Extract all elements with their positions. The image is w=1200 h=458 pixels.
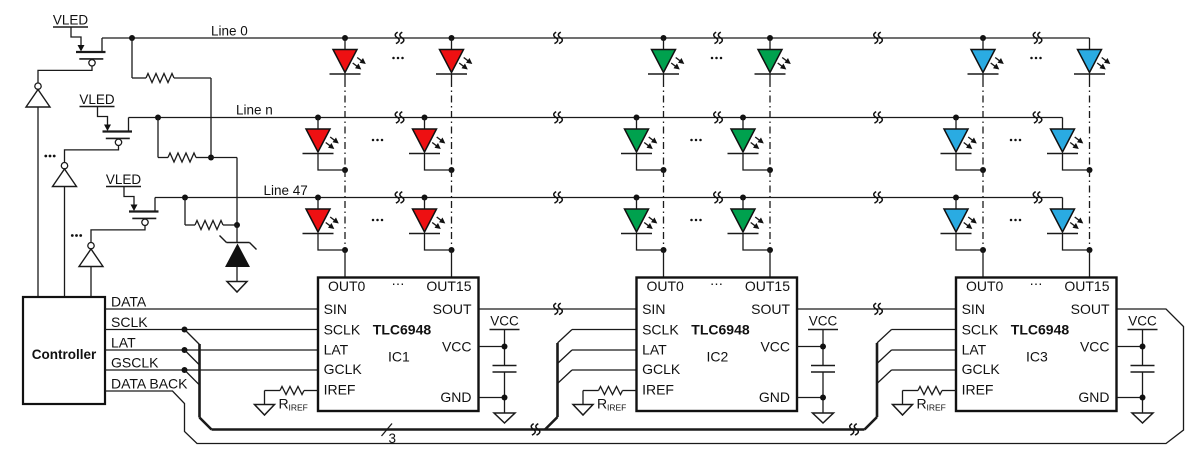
- svg-text:SIN: SIN: [962, 301, 985, 317]
- svg-text:OUT0: OUT0: [966, 278, 1004, 294]
- svg-text:DATA: DATA: [111, 294, 147, 310]
- svg-text:IREF: IREF: [289, 403, 308, 413]
- svg-text:3: 3: [389, 431, 397, 446]
- svg-text:SCLK: SCLK: [962, 322, 999, 338]
- svg-text:OUT0: OUT0: [328, 278, 366, 294]
- svg-text:Line 0: Line 0: [211, 24, 248, 39]
- svg-text:SCLK: SCLK: [642, 322, 679, 338]
- svg-text:VCC: VCC: [809, 314, 838, 329]
- svg-text:VCC: VCC: [760, 339, 790, 355]
- svg-text:LAT: LAT: [111, 335, 136, 351]
- svg-text:LAT: LAT: [324, 342, 349, 358]
- svg-text:VLED: VLED: [106, 172, 142, 187]
- svg-text:⋯: ⋯: [1030, 277, 1043, 292]
- svg-text:SCLK: SCLK: [111, 314, 148, 330]
- svg-text:IC1: IC1: [388, 349, 410, 365]
- svg-text:DATA BACK: DATA BACK: [111, 376, 188, 392]
- svg-text:OUT15: OUT15: [1064, 278, 1109, 294]
- svg-text:Line n: Line n: [236, 103, 273, 118]
- svg-text:TLC6948: TLC6948: [1011, 322, 1070, 338]
- svg-text:GND: GND: [1078, 389, 1109, 405]
- svg-text:TLC6948: TLC6948: [691, 322, 750, 338]
- svg-text:LAT: LAT: [642, 342, 667, 358]
- svg-text:SIN: SIN: [642, 301, 665, 317]
- svg-text:SOUT: SOUT: [433, 301, 472, 317]
- svg-text:IC3: IC3: [1026, 349, 1048, 365]
- svg-text:SOUT: SOUT: [1071, 301, 1110, 317]
- svg-text:VCC: VCC: [442, 339, 472, 355]
- svg-text:Controller: Controller: [32, 347, 97, 362]
- svg-text:VCC: VCC: [1080, 339, 1110, 355]
- svg-text:R: R: [279, 396, 289, 412]
- svg-text:IREF: IREF: [324, 382, 356, 398]
- svg-text:IREF: IREF: [927, 403, 946, 413]
- svg-text:R: R: [917, 396, 927, 412]
- svg-text:SOUT: SOUT: [751, 301, 790, 317]
- svg-text:IREF: IREF: [642, 382, 674, 398]
- svg-text:VCC: VCC: [1128, 314, 1157, 329]
- svg-text:GND: GND: [440, 389, 471, 405]
- svg-text:SCLK: SCLK: [324, 322, 361, 338]
- svg-text:⋯: ⋯: [710, 277, 723, 292]
- svg-text:Line 47: Line 47: [264, 183, 308, 198]
- svg-text:LAT: LAT: [962, 342, 987, 358]
- svg-text:OUT15: OUT15: [426, 278, 471, 294]
- svg-text:OUT15: OUT15: [745, 278, 790, 294]
- svg-text:TLC6948: TLC6948: [373, 322, 432, 338]
- svg-text:OUT0: OUT0: [647, 278, 685, 294]
- svg-text:SIN: SIN: [324, 301, 347, 317]
- svg-text:GCLK: GCLK: [642, 361, 681, 377]
- svg-text:GCLK: GCLK: [962, 361, 1001, 377]
- svg-text:⋯: ⋯: [392, 277, 405, 292]
- svg-text:GCLK: GCLK: [324, 361, 363, 377]
- svg-text:VLED: VLED: [53, 13, 89, 28]
- svg-text:R: R: [597, 396, 607, 412]
- svg-text:VCC: VCC: [490, 314, 519, 329]
- svg-text:GSCLK: GSCLK: [111, 355, 159, 371]
- svg-text:IREF: IREF: [962, 382, 994, 398]
- svg-text:GND: GND: [759, 389, 790, 405]
- svg-text:IREF: IREF: [607, 403, 626, 413]
- svg-text:VLED: VLED: [79, 92, 115, 107]
- svg-text:IC2: IC2: [707, 349, 729, 365]
